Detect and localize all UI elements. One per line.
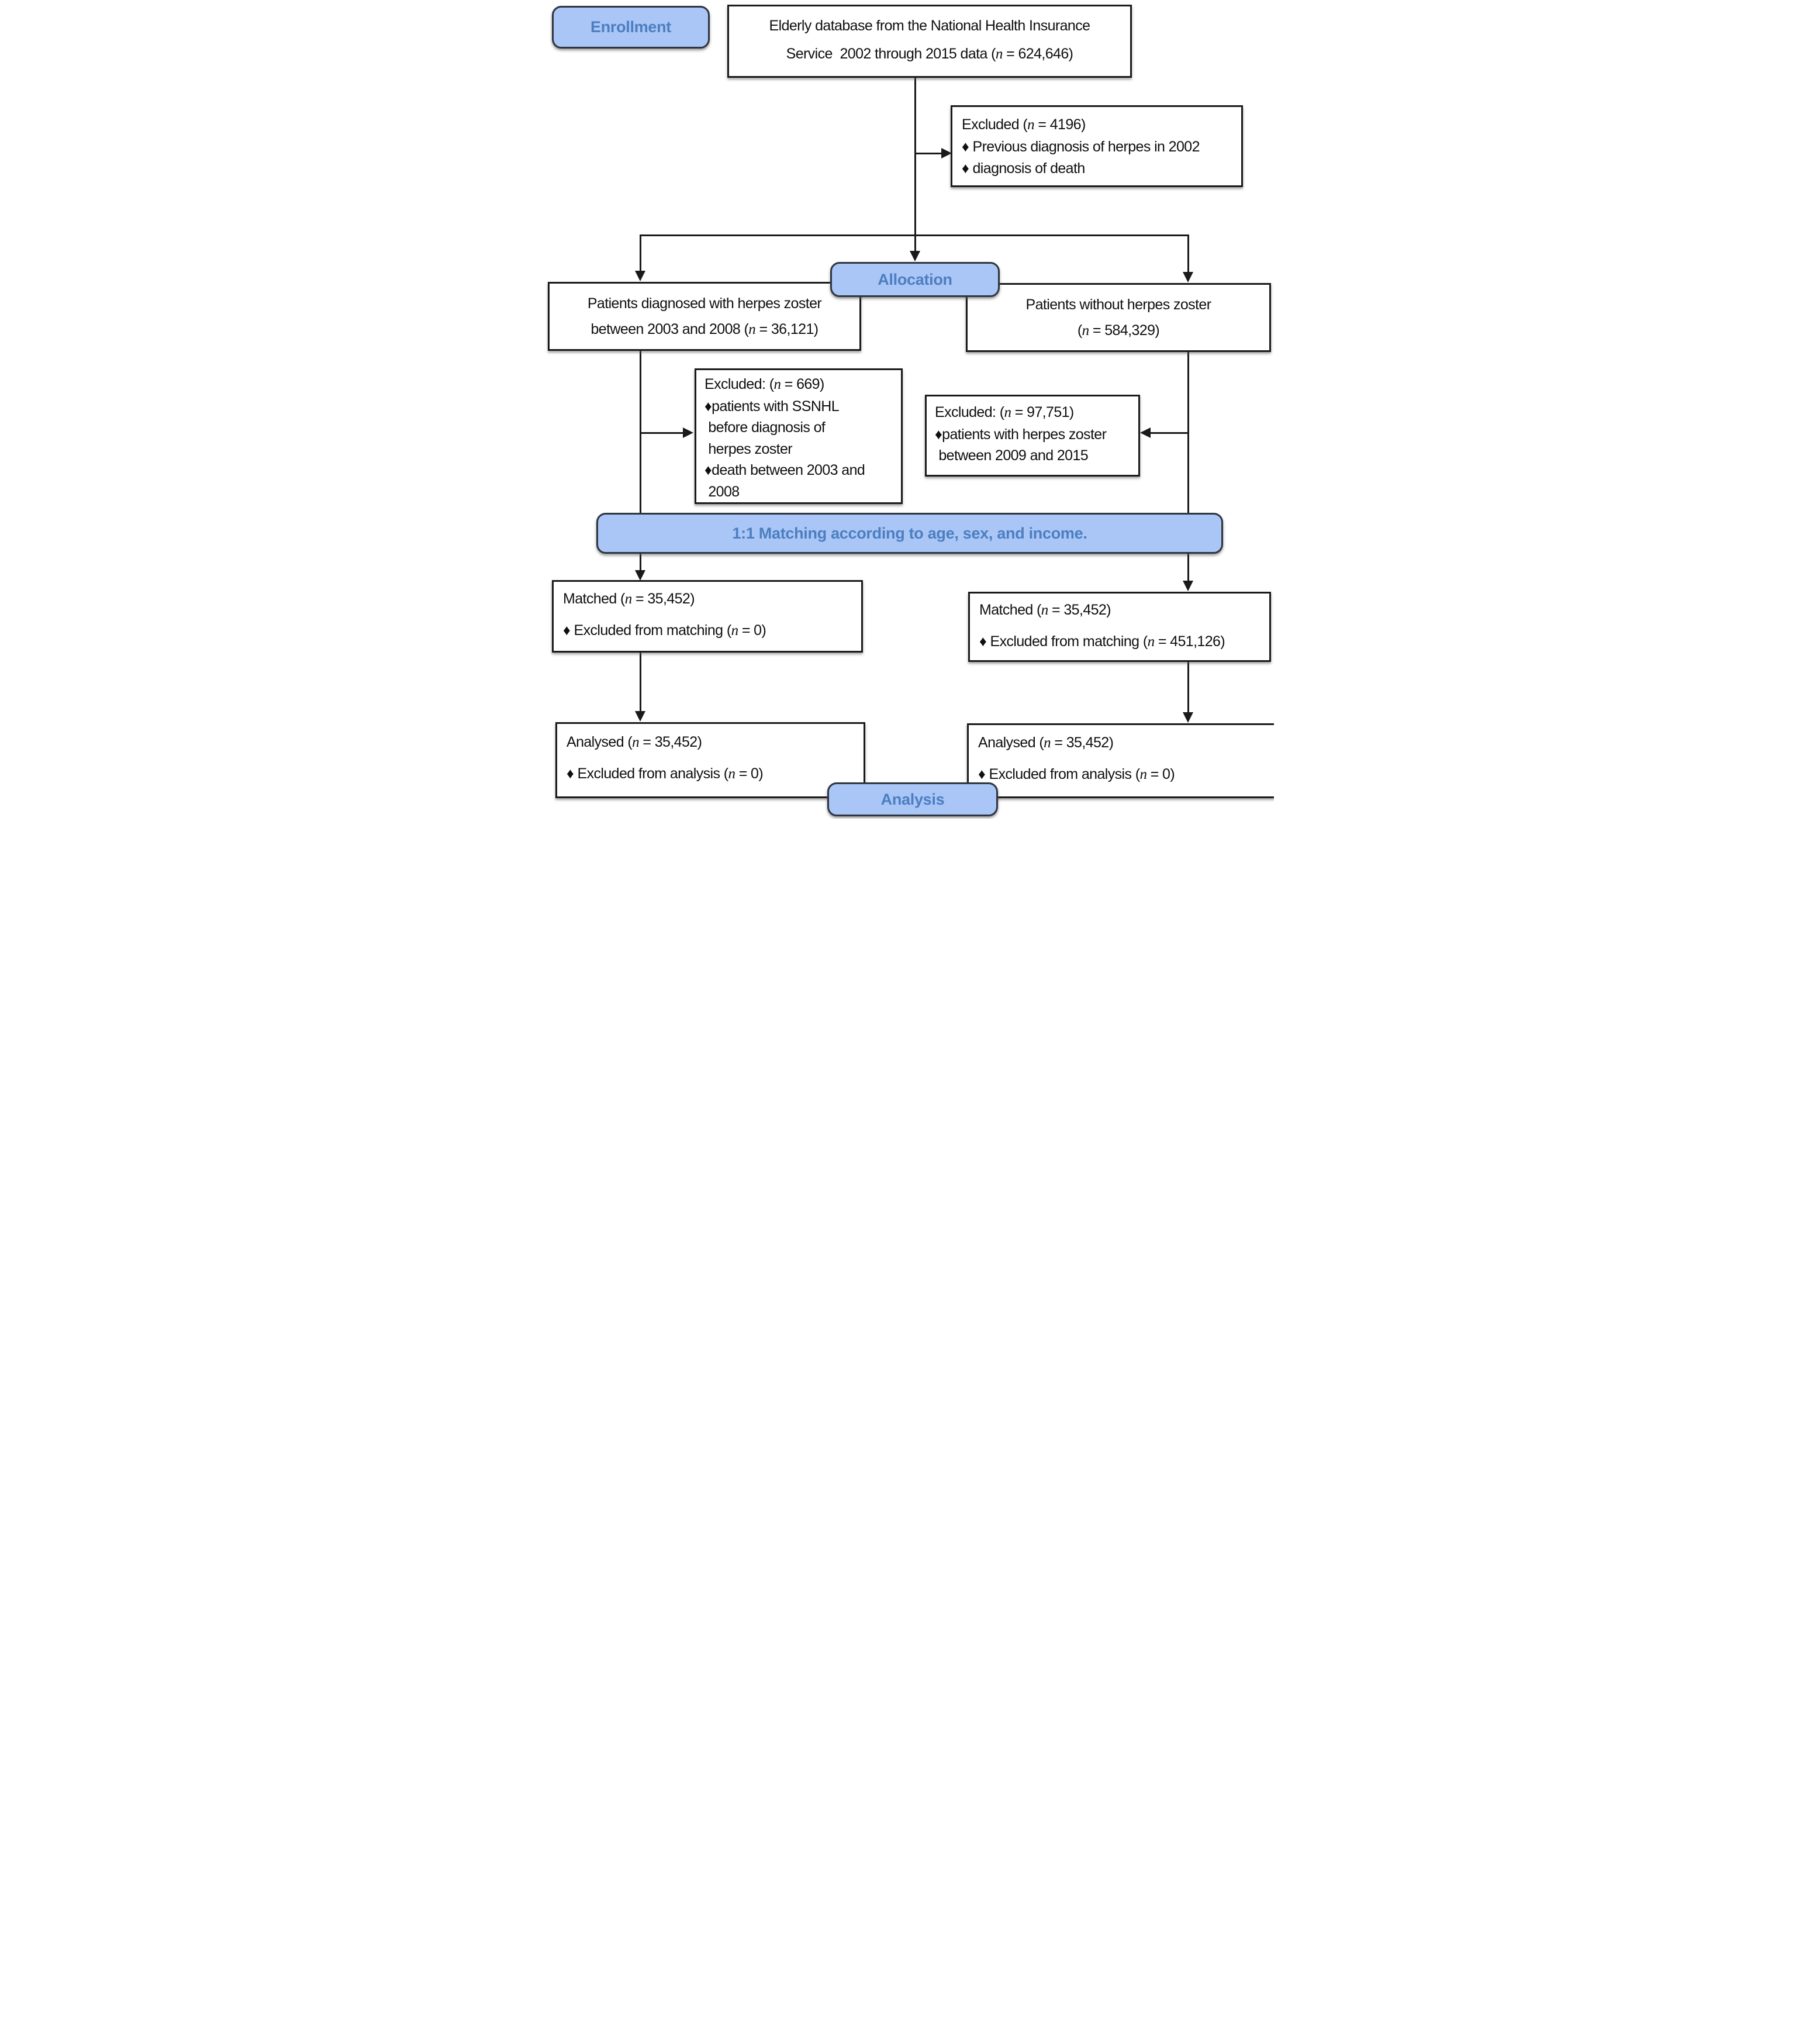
excluded-control-text: Excluded: (n = 97,751) ♦patients with he… [935,404,1107,464]
excluded-initial-text: Excluded (n = 4196) ♦ Previous diagnosis… [962,116,1200,177]
connector-herpes-to-matching [640,351,641,513]
connector-to-excluded-initial [915,153,942,154]
stage-matching-label: 1:1 Matching according to age, sex, and … [596,513,1223,554]
connector-split-left-down [640,234,641,272]
connector-matching-to-matched-right [1187,554,1189,583]
control-group-box: Patients without herpes zoster (n = 584,… [966,283,1271,352]
matched-herpes-box: Matched (n = 35,452) ♦ Excluded from mat… [552,580,863,653]
excluded-herpes-text: Excluded: (n = 669) ♦patients with SSNHL… [704,376,865,500]
arrowhead-excluded-herpes [683,427,693,438]
stage-enrollment-label: Enrollment [552,6,710,49]
analysed-herpes-text: Analysed (n = 35,452) ♦ Excluded from an… [567,734,764,782]
herpes-zoster-group-text: Patients diagnosed with herpes zoster be… [587,295,822,338]
arrowhead-matched-control [1183,581,1193,591]
analysed-herpes-box: Analysed (n = 35,452) ♦ Excluded from an… [555,722,865,798]
arrowhead-analysed-control [1183,712,1193,723]
arrowhead-to-allocation [910,251,920,261]
stage-analysis-label: Analysis [827,782,998,816]
matched-control-box: Matched (n = 35,452) ♦ Excluded from mat… [968,592,1271,662]
analysed-control-text: Analysed (n = 35,452) ♦ Excluded from an… [978,734,1175,783]
excluded-initial-box: Excluded (n = 4196) ♦ Previous diagnosis… [951,105,1243,187]
connector-matching-to-matched-left [640,554,641,572]
connector-to-excluded-control [1151,432,1189,434]
arrowhead-excluded-control [1140,427,1151,438]
excluded-herpes-box: Excluded: (n = 669) ♦patients with SSNHL… [695,368,903,504]
arrowhead-analysed-herpes [635,711,645,722]
source-population-box: Elderly database from the National Healt… [727,5,1132,78]
connector-source-down [914,78,916,251]
connector-split [640,234,1189,236]
matched-herpes-text: Matched (n = 35,452) ♦ Excluded from mat… [563,591,766,639]
connector-to-excluded-herpes [640,432,685,434]
arrowhead-control-group [1183,272,1193,282]
herpes-zoster-group-box: Patients diagnosed with herpes zoster be… [548,282,861,351]
connector-matched-to-analysed-right [1187,662,1189,713]
stage-allocation-label: Allocation [830,262,1000,297]
arrowhead-excluded-initial [941,148,952,158]
consort-flow-diagram: Elderly database from the National Healt… [546,0,1274,819]
excluded-control-box: Excluded: (n = 97,751) ♦patients with he… [925,395,1140,477]
analysed-control-box: Analysed (n = 35,452) ♦ Excluded from an… [967,723,1274,798]
arrowhead-herpes-group [635,271,645,281]
connector-split-right-down [1187,234,1189,273]
source-population-text: Elderly database from the National Healt… [769,18,1091,62]
matched-control-text: Matched (n = 35,452) ♦ Excluded from mat… [979,602,1225,650]
connector-matched-to-analysed-left [640,653,641,712]
arrowhead-matched-herpes [635,570,645,581]
control-group-text: Patients without herpes zoster (n = 584,… [1025,296,1212,339]
